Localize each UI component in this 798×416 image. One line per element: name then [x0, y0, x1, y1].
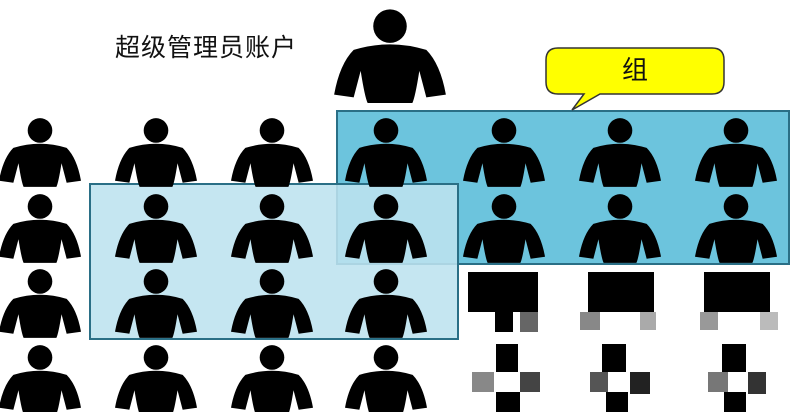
pixel-block	[704, 272, 770, 312]
person-icon	[231, 345, 313, 414]
person-icon	[345, 345, 427, 414]
pixel-block	[520, 312, 538, 332]
pixel-block	[496, 392, 520, 412]
pixel-block	[602, 344, 626, 372]
pixel-block	[708, 372, 728, 392]
person-icon	[0, 118, 81, 187]
pixel-block	[748, 372, 766, 394]
person-icon	[115, 118, 197, 187]
pixel-block	[520, 372, 540, 392]
pixelated-region	[468, 272, 778, 412]
admin-account-label: 超级管理员账户	[115, 33, 298, 62]
pixel-block	[496, 344, 518, 372]
pixel-block	[724, 392, 746, 412]
group-label: 组	[621, 56, 648, 86]
pixel-block	[580, 312, 600, 330]
person-icon	[0, 345, 81, 414]
pixel-block	[472, 372, 494, 392]
person-icon	[115, 345, 197, 414]
pixel-block	[495, 312, 513, 332]
pixel-block	[606, 392, 628, 412]
pixel-block	[468, 272, 538, 312]
person-icon	[0, 194, 81, 263]
pixel-block	[700, 312, 718, 330]
pixel-block	[588, 272, 654, 312]
pixel-block	[640, 312, 656, 330]
group-callout-bubble	[545, 47, 725, 111]
pixel-block	[630, 372, 650, 394]
pixel-block	[760, 312, 778, 330]
pixel-block	[722, 344, 746, 372]
person-icon	[0, 269, 81, 338]
pixel-block	[590, 372, 608, 392]
person-icon	[231, 118, 313, 187]
admin-person-icon	[334, 9, 446, 103]
